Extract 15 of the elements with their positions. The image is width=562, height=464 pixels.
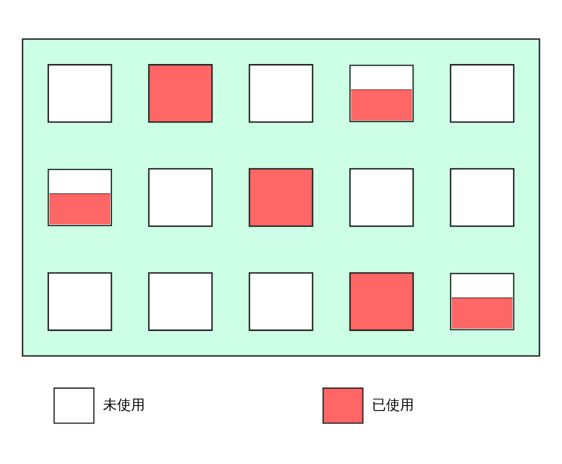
node-box xyxy=(450,168,514,227)
node-box xyxy=(48,64,112,123)
node-box xyxy=(349,168,414,227)
legend-label: 未使用 xyxy=(103,397,146,414)
node-box xyxy=(148,272,213,331)
cluster xyxy=(22,38,540,357)
node-box xyxy=(48,272,112,331)
node-box xyxy=(248,272,314,331)
node-box xyxy=(248,64,314,123)
node-box xyxy=(450,64,514,123)
node-box xyxy=(148,64,213,123)
node-box xyxy=(248,168,314,227)
node-box xyxy=(148,168,213,227)
node-box xyxy=(349,272,414,331)
legend-label: 已使用 xyxy=(372,397,414,414)
